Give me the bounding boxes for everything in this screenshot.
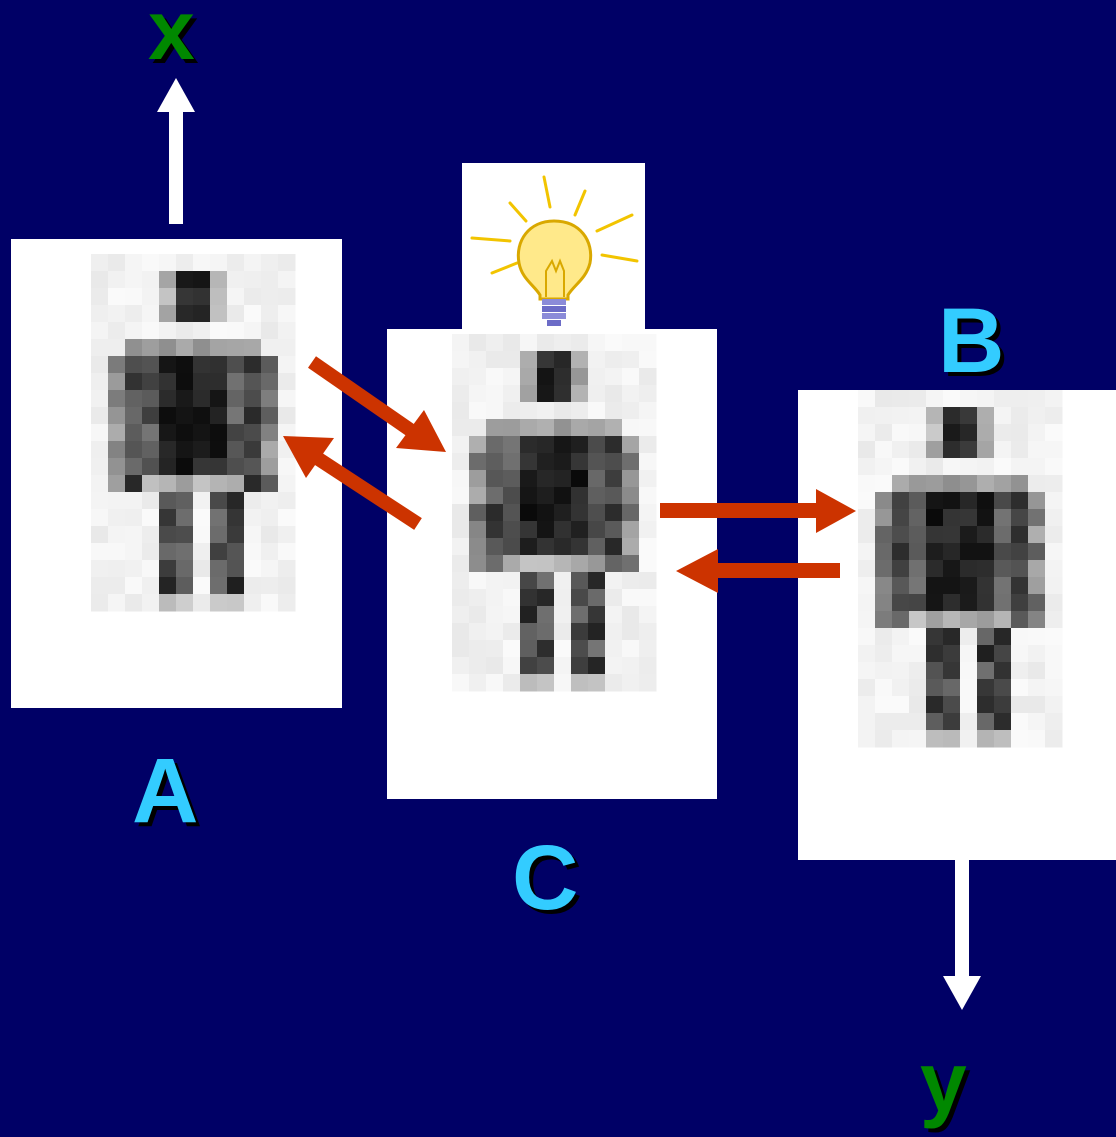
- person-card-a: [11, 239, 342, 708]
- lightbulb-icon: [470, 175, 639, 326]
- pixel-grid: [858, 390, 1063, 748]
- arrow-a-to-x: [157, 78, 195, 224]
- pixelated-person-icon: [91, 254, 296, 612]
- pixel-grid: [91, 254, 296, 612]
- pixel-grid: [452, 334, 657, 692]
- lightbulb-card: [462, 163, 645, 333]
- person-card-b: [798, 390, 1116, 860]
- pixelated-person-icon: [858, 390, 1063, 748]
- label-x: x: [148, 0, 195, 77]
- label-a: A: [132, 740, 199, 842]
- label-b: B: [938, 290, 1005, 392]
- label-c: C: [512, 827, 579, 929]
- label-y: y: [920, 1035, 967, 1129]
- pixelated-person-icon: [452, 334, 657, 692]
- person-card-c: [387, 329, 717, 799]
- arrow-b-to-y: [943, 860, 981, 1010]
